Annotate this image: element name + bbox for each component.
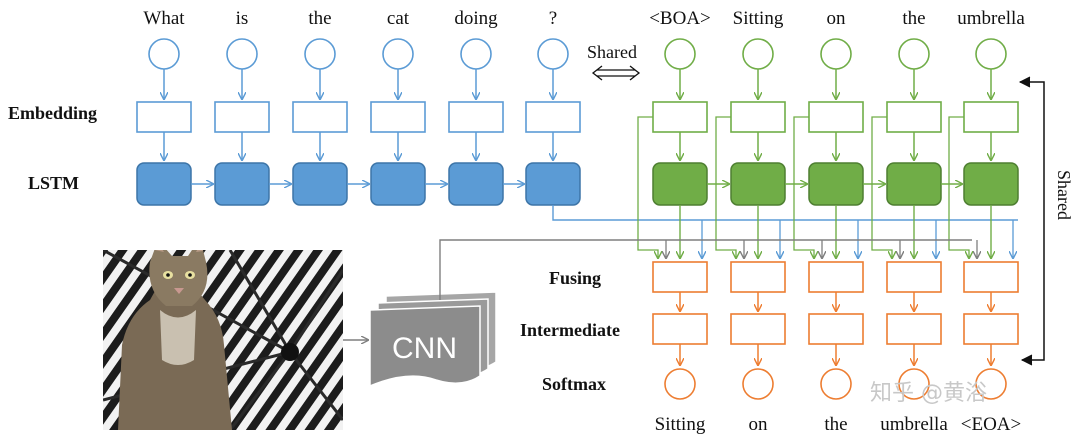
answer-output-word: <EOA> (961, 414, 1021, 435)
answer-embedding-skip (637, 116, 658, 258)
fusing-box (886, 261, 942, 293)
question-lstm-cell (370, 162, 426, 206)
answer-embedding-skip (948, 116, 969, 258)
cnn-label: CNN (392, 332, 457, 365)
shared-side-bracket (1018, 76, 1045, 366)
answer-embedding-box (652, 101, 708, 133)
intermediate-box (886, 313, 942, 345)
softmax-node (975, 368, 1007, 400)
answer-output-word: on (749, 414, 769, 435)
cnn-block: CNN (369, 291, 497, 388)
intermediate-label: Intermediate (520, 320, 620, 340)
answer-input-word: on (827, 8, 847, 29)
answer-input-word: umbrella (957, 8, 1025, 29)
question-embedding-box (525, 101, 581, 133)
answer-output-word: umbrella (880, 414, 948, 435)
intermediate-box (808, 313, 864, 345)
question-encoder: What is the cat doing? (136, 8, 1018, 221)
question-lstm-cell (448, 162, 504, 206)
softmax-label: Softmax (542, 374, 606, 394)
answer-input-word: <BOA> (649, 8, 711, 29)
question-word: ? (549, 8, 557, 29)
answer-input-node (820, 38, 852, 70)
lstm-label: LSTM (28, 173, 79, 193)
answer-output-word: the (824, 414, 847, 435)
question-lstm-cell (292, 162, 348, 206)
answer-embedding-box (808, 101, 864, 133)
answer-lstm-cell (652, 162, 708, 206)
answer-input-word: Sitting (733, 8, 784, 29)
shared-double-arrow-icon (591, 65, 641, 81)
answer-output-word: Sitting (655, 414, 706, 435)
question-input-node (304, 38, 336, 70)
intermediate-box (652, 313, 708, 345)
watermark-text: 知乎 @黄浴 (870, 381, 987, 406)
question-word: What (143, 8, 185, 29)
answer-lstm-cell (730, 162, 786, 206)
shared-label-top: Shared (587, 42, 637, 62)
question-lstm-cell (214, 162, 270, 206)
answer-input-word: the (902, 8, 925, 29)
question-word: cat (387, 8, 410, 29)
intermediate-box (730, 313, 786, 345)
question-vector-line (552, 205, 1018, 221)
answer-input-node (664, 38, 696, 70)
softmax-node (742, 368, 774, 400)
answer-decoder: <BOA>SittingSittingononthetheumbrellaumb… (637, 8, 1025, 435)
fusing-box (963, 261, 1019, 293)
cat-umbrella-photo (103, 250, 343, 430)
answer-lstm-cell (963, 162, 1019, 206)
answer-input-node (898, 38, 930, 70)
fusing-box (730, 261, 786, 293)
question-word: doing (454, 8, 498, 29)
intermediate-box (963, 313, 1019, 345)
answer-lstm-cell (886, 162, 942, 206)
softmax-node (898, 368, 930, 400)
question-embedding-box (292, 101, 348, 133)
fusing-label: Fusing (549, 268, 601, 288)
question-input-node (148, 38, 180, 70)
answer-embedding-box (730, 101, 786, 133)
question-lstm-cell (525, 162, 581, 206)
answer-input-node (975, 38, 1007, 70)
answer-input-node (742, 38, 774, 70)
embedding-label: Embedding (8, 103, 97, 123)
question-embedding-box (448, 101, 504, 133)
question-word: is (236, 8, 249, 29)
question-lstm-cell (136, 162, 192, 206)
question-input-node (460, 38, 492, 70)
question-embedding-box (214, 101, 270, 133)
shared-label-side: Shared (1054, 170, 1074, 220)
question-input-node (226, 38, 258, 70)
question-word: the (308, 8, 331, 29)
fusing-box (808, 261, 864, 293)
answer-embedding-box (963, 101, 1019, 133)
answer-embedding-box (886, 101, 942, 133)
question-embedding-box (136, 101, 192, 133)
answer-embedding-skip (871, 116, 892, 258)
softmax-node (664, 368, 696, 400)
answer-embedding-skip (715, 116, 736, 258)
softmax-node (820, 368, 852, 400)
question-input-node (382, 38, 414, 70)
image-feature-lines (439, 239, 972, 300)
answer-embedding-skip (793, 116, 814, 258)
answer-lstm-cell (808, 162, 864, 206)
question-embedding-box (370, 101, 426, 133)
fusing-box (652, 261, 708, 293)
question-input-node (537, 38, 569, 70)
